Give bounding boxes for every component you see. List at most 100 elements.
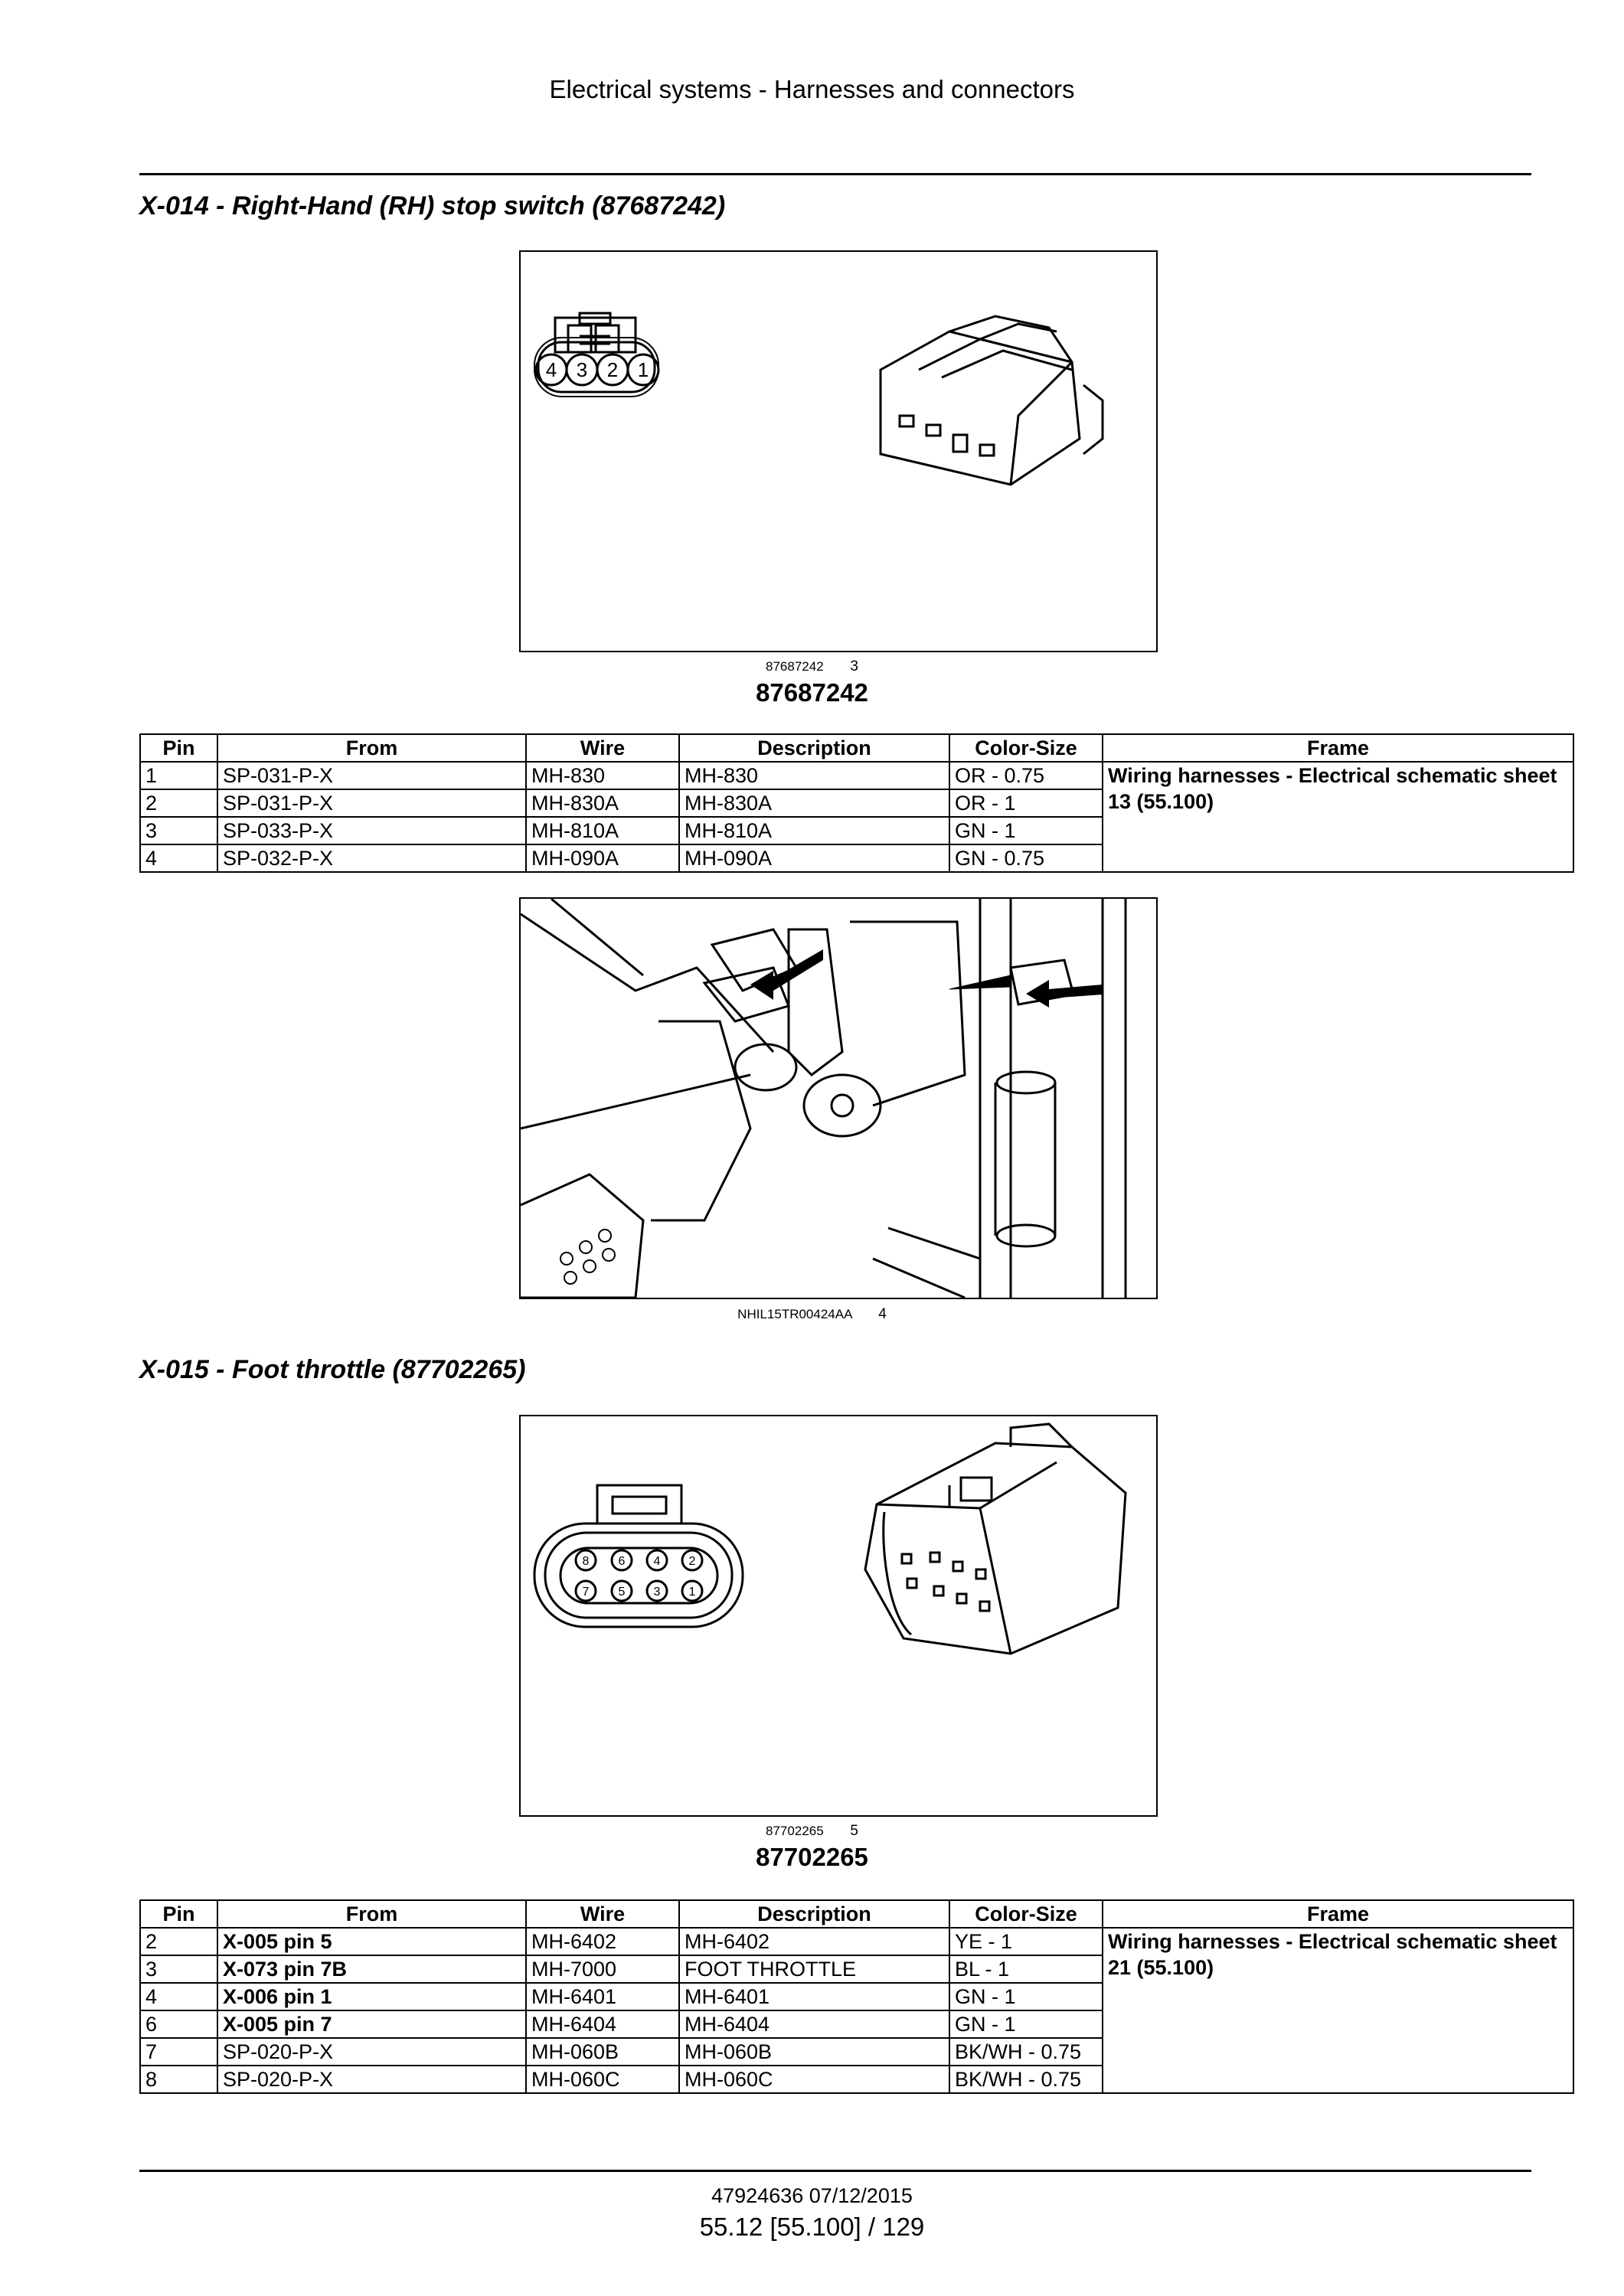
table-row: 2 SP-031-P-X MH-830A MH-830A OR - 1 (139, 789, 1573, 818)
figure-number: 3 (850, 658, 858, 674)
pin-label: 6 (619, 1555, 626, 1568)
part-number-x014: 87687242 (756, 678, 868, 707)
connector-figure-x014: 4 3 2 1 (519, 250, 1158, 652)
pin-cell: 7 (139, 2037, 218, 2066)
connector-drawing-x015: 8 6 4 2 7 5 3 1 (533, 1422, 1127, 1655)
table-row: 4 X-006 pin 1 MH-6401 MH-6401 GN - 1 (139, 1982, 1573, 2011)
column-header-from: From (217, 733, 527, 763)
pin-label: 1 (638, 358, 649, 381)
pin-cell: 3 (139, 1955, 218, 1984)
wire-cell: MH-6401 (525, 1982, 680, 2011)
table-row: 8 SP-020-P-X MH-060C MH-060C BK/WH - 0.7… (139, 2065, 1573, 2094)
column-header-from: From (217, 1899, 527, 1929)
figure-caption-x014: 87687242 3 (0, 658, 1624, 675)
table-row: 3 SP-033-P-X MH-810A MH-810A GN - 1 (139, 816, 1573, 845)
connector-figure-x015: 8 6 4 2 7 5 3 1 (519, 1415, 1158, 1817)
section-title-x015: X-015 - Foot throttle (87702265) (139, 1355, 526, 1384)
table-row: 1 SP-031-P-X MH-830 MH-830 OR - 0.75 Wir… (139, 761, 1574, 873)
pin-label: 3 (577, 358, 587, 381)
column-header-frame: Frame (1102, 733, 1574, 763)
from-cell: SP-020-P-X (217, 2037, 527, 2066)
color-size-cell: BL - 1 (949, 1955, 1103, 1984)
description-cell: MH-060C (678, 2065, 950, 2094)
description-cell: MH-810A (678, 816, 950, 845)
from-link[interactable]: X-006 pin 1 (217, 1982, 527, 2011)
pin-cell: 1 (139, 761, 218, 790)
column-header-description: Description (678, 1899, 950, 1929)
from-link[interactable]: X-005 pin 7 (217, 2010, 527, 2039)
color-size-cell: GN - 1 (949, 2010, 1103, 2039)
description-cell: MH-060B (678, 2037, 950, 2066)
from-link[interactable]: X-005 pin 5 (217, 1927, 527, 1956)
photo-number: 4 (878, 1306, 887, 1322)
photo-code: NHIL15TR00424AA (737, 1307, 852, 1321)
table-row: 6 X-005 pin 7 MH-6404 MH-6404 GN - 1 (139, 2010, 1573, 2039)
from-cell: SP-031-P-X (217, 761, 527, 790)
wire-cell: MH-090A (525, 844, 680, 873)
wire-cell: MH-830A (525, 789, 680, 818)
pin-label: 7 (583, 1586, 590, 1599)
wire-cell: MH-6402 (525, 1927, 680, 1956)
footer-doc-ref: 47924636 07/12/2015 (711, 2184, 913, 2207)
description-cell: MH-6402 (678, 1927, 950, 1956)
column-header-description: Description (678, 733, 950, 763)
pin-cell: 3 (139, 816, 218, 845)
pin-table-x015: Pin From Wire Description Color-Size Fra… (139, 1899, 1574, 2094)
page-header-title: Electrical systems - Harnesses and conne… (549, 75, 1075, 103)
location-figure-x014 (519, 897, 1158, 1299)
from-cell: SP-031-P-X (217, 789, 527, 818)
frame-reference[interactable]: Wiring harnesses - Electrical schematic … (1102, 1927, 1574, 2094)
column-header-wire: Wire (525, 733, 680, 763)
footer-page-number: 55.12 [55.100] / 129 (699, 2213, 925, 2241)
pin-cell: 6 (139, 2010, 218, 2039)
from-cell: SP-032-P-X (217, 844, 527, 873)
column-header-color-size: Color-Size (949, 733, 1103, 763)
figure-number: 5 (850, 1823, 858, 1839)
wire-cell: MH-7000 (525, 1955, 680, 1984)
figure-code: 87687242 (766, 659, 824, 674)
from-cell: SP-033-P-X (217, 816, 527, 845)
connector-drawing-x014: 4 3 2 1 (534, 312, 1104, 486)
color-size-cell: YE - 1 (949, 1927, 1103, 1956)
pin-label: 4 (546, 358, 557, 381)
pin-label: 5 (619, 1586, 626, 1599)
color-size-cell: BK/WH - 0.75 (949, 2037, 1103, 2066)
section-title-x014: X-014 - Right-Hand (RH) stop switch (876… (139, 191, 726, 220)
wire-cell: MH-830 (525, 761, 680, 790)
table-row: 7 SP-020-P-X MH-060B MH-060B BK/WH - 0.7… (139, 2037, 1573, 2066)
pin-label: 8 (583, 1555, 590, 1568)
wire-cell: MH-810A (525, 816, 680, 845)
frame-reference[interactable]: Wiring harnesses - Electrical schematic … (1102, 761, 1574, 873)
description-cell: MH-6404 (678, 2010, 950, 2039)
pin-label: 3 (654, 1586, 661, 1599)
description-cell: MH-090A (678, 844, 950, 873)
color-size-cell: BK/WH - 0.75 (949, 2065, 1103, 2094)
pin-cell: 4 (139, 844, 218, 873)
pin-label: 2 (607, 358, 618, 381)
pin-cell: 2 (139, 1927, 218, 1956)
color-size-cell: OR - 1 (949, 789, 1103, 818)
footer-divider (139, 2170, 1531, 2172)
pin-table-x014: Pin From Wire Description Color-Size Fra… (139, 733, 1574, 873)
description-cell: FOOT THROTTLE (678, 1955, 950, 1984)
description-cell: MH-830A (678, 789, 950, 818)
column-header-frame: Frame (1102, 1899, 1574, 1929)
part-number-x015: 87702265 (756, 1843, 868, 1871)
from-cell: SP-020-P-X (217, 2065, 527, 2094)
color-size-cell: GN - 1 (949, 816, 1103, 845)
table-header-row: Pin From Wire Description Color-Size Fra… (139, 733, 1574, 763)
figure-code: 87702265 (766, 1824, 824, 1838)
wire-cell: MH-060B (525, 2037, 680, 2066)
table-row: 2 X-005 pin 5 MH-6402 MH-6402 YE - 1 Wir… (139, 1927, 1574, 2094)
column-header-pin: Pin (139, 733, 218, 763)
description-cell: MH-830 (678, 761, 950, 790)
figure-caption-x015: 87702265 5 (0, 1823, 1624, 1840)
from-link[interactable]: X-073 pin 7B (217, 1955, 527, 1984)
pin-cell: 4 (139, 1982, 218, 2011)
column-header-pin: Pin (139, 1899, 218, 1929)
pin-label: 2 (689, 1555, 696, 1568)
column-header-wire: Wire (525, 1899, 680, 1929)
pin-label: 1 (689, 1586, 696, 1599)
wire-cell: MH-6404 (525, 2010, 680, 2039)
column-header-color-size: Color-Size (949, 1899, 1103, 1929)
